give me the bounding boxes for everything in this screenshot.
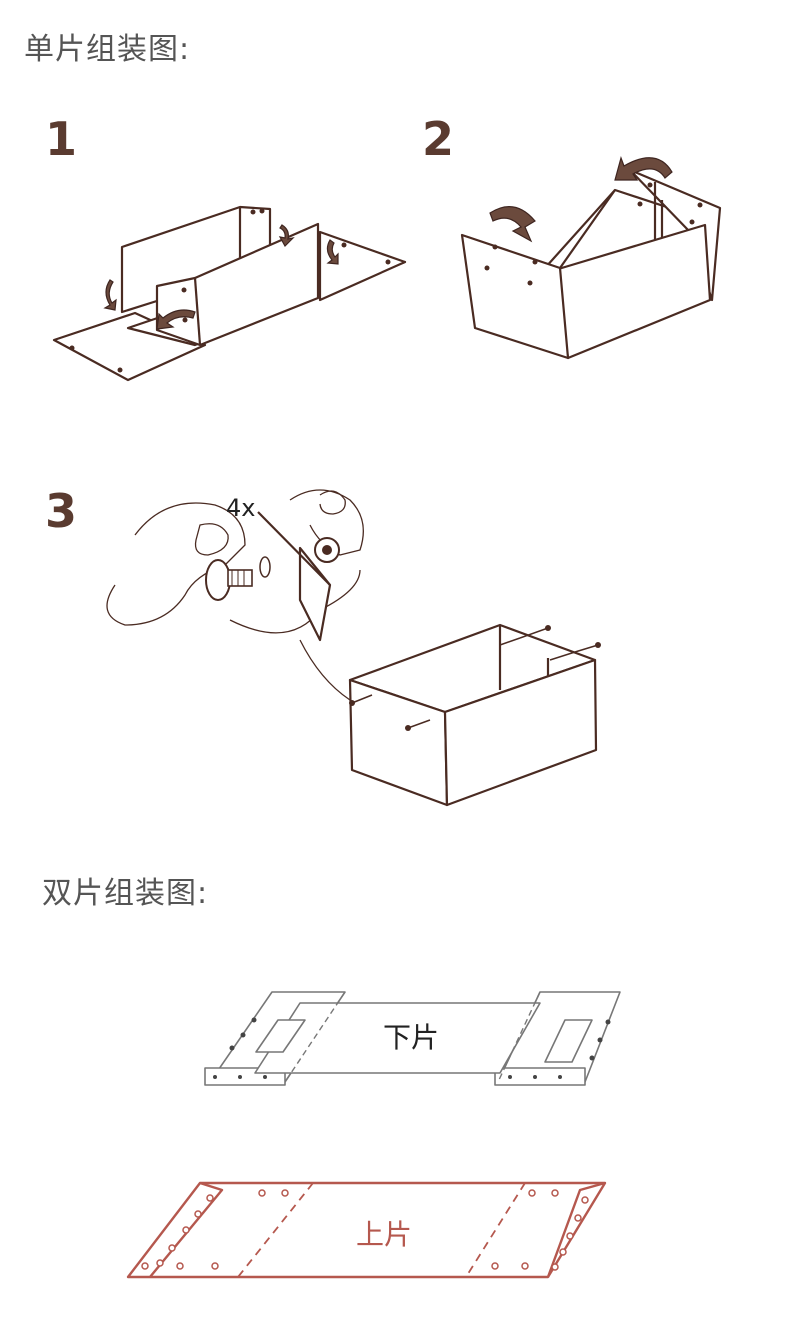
rotate-arrow-icon bbox=[103, 279, 117, 311]
rotate-arrow-icon bbox=[489, 206, 536, 243]
hand-icon bbox=[106, 502, 246, 626]
double-assembly-heading: 双片组装图: bbox=[42, 876, 209, 911]
rotate-arrow-icon bbox=[278, 224, 295, 247]
step-3-number: 3 bbox=[45, 484, 78, 538]
step-2-number: 2 bbox=[422, 112, 455, 166]
upper-piece-label: 上片 bbox=[356, 1218, 413, 1251]
rotate-arrow-icon bbox=[156, 309, 196, 330]
rotate-arrow-icon bbox=[326, 239, 339, 265]
single-assembly-heading: 单片组装图: bbox=[24, 32, 191, 67]
step-1-number: 1 bbox=[45, 112, 78, 166]
screw-icon bbox=[205, 556, 271, 601]
lower-piece-label: 下片 bbox=[383, 1021, 440, 1054]
rotate-arrow-icon bbox=[614, 156, 673, 181]
screw-quantity-label: 4x bbox=[226, 494, 256, 522]
